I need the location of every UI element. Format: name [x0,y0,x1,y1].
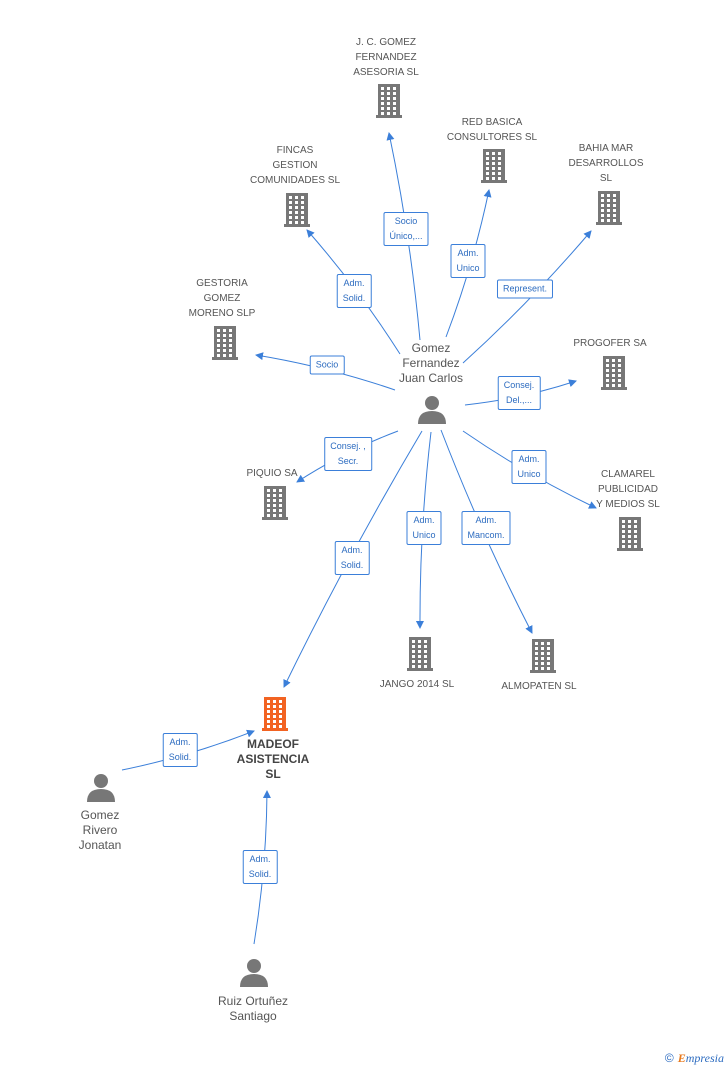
edge-label-clamarel[interactable]: Adm. Unico [511,450,547,484]
node-label-madeof[interactable]: MADEOF ASISTENCIA SL [236,737,310,781]
node-label-gestoria[interactable]: GESTORIA GOMEZ MORENO SLP [188,278,256,319]
edge-label-jc_gomez[interactable]: Socio Único,... [383,212,429,246]
node-label-progofer[interactable]: PROGOFER SA [573,338,647,349]
edge-label-madeof[interactable]: Adm. Solid. [162,733,198,767]
edge-label-piquio[interactable]: Consej. , Secr. [324,437,372,471]
building-icon[interactable] [262,486,288,520]
building-icon[interactable] [596,191,622,225]
node-label-ruiz-ortunez[interactable]: Ruiz Ortuñez Santiago [217,994,289,1023]
copyright-icon: © [664,1051,674,1065]
edge-label-jango[interactable]: Adm. Unico [406,511,442,545]
edge-label-bahia_mar[interactable]: Represent. [496,279,554,299]
node-label-jc-gomez[interactable]: J. C. GOMEZ FERNANDEZ ASESORIA SL [353,37,419,78]
edge-gomez_fernandez-bahia_mar [462,230,592,364]
building-icon[interactable] [376,84,402,118]
person-icon[interactable] [240,959,268,987]
building-icon[interactable] [601,356,627,390]
node-label-gomez-rivero[interactable]: Gomez Rivero Jonatan [78,808,122,852]
building-icon[interactable] [530,639,556,673]
edge-label-fincas[interactable]: Adm. Solid. [336,274,372,308]
building-icon[interactable] [262,697,288,731]
node-label-fincas[interactable]: FINCAS GESTION COMUNIDADES SL [249,145,341,186]
edge-label-gestoria[interactable]: Socio [309,355,345,375]
building-icon[interactable] [481,149,507,183]
edge-label-red_basica[interactable]: Adm. Unico [450,244,486,278]
node-label-piquio[interactable]: PIQUIO SA [246,468,298,479]
edge-label-madeof[interactable]: Adm. Solid. [242,850,278,884]
person-icon[interactable] [87,774,115,802]
building-icon[interactable] [407,637,433,671]
edge-label-almopaten[interactable]: Adm. Mancom. [461,511,511,545]
node-label-bahia-mar[interactable]: BAHIA MAR DESARROLLOS SL [568,143,644,184]
edge-label-madeof[interactable]: Adm. Solid. [334,541,370,575]
node-label-gomez-fernandez[interactable]: Gomez Fernandez Juan Carlos [398,341,464,385]
person-icon[interactable] [418,396,446,424]
building-icon[interactable] [284,193,310,227]
node-label-red-basica[interactable]: RED BASICA CONSULTORES SL [446,117,538,143]
node-label-jango[interactable]: JANGO 2014 SL [379,679,455,690]
building-icon[interactable] [617,517,643,551]
building-icon[interactable] [212,326,238,360]
node-label-clamarel[interactable]: CLAMAREL PUBLICIDAD Y MEDIOS SL [596,469,660,510]
edge-label-progofer[interactable]: Consej. Del.,... [497,376,541,410]
node-label-almopaten[interactable]: ALMOPATEN SL [501,681,577,692]
brand-logo: ©Empresia [664,1051,724,1065]
